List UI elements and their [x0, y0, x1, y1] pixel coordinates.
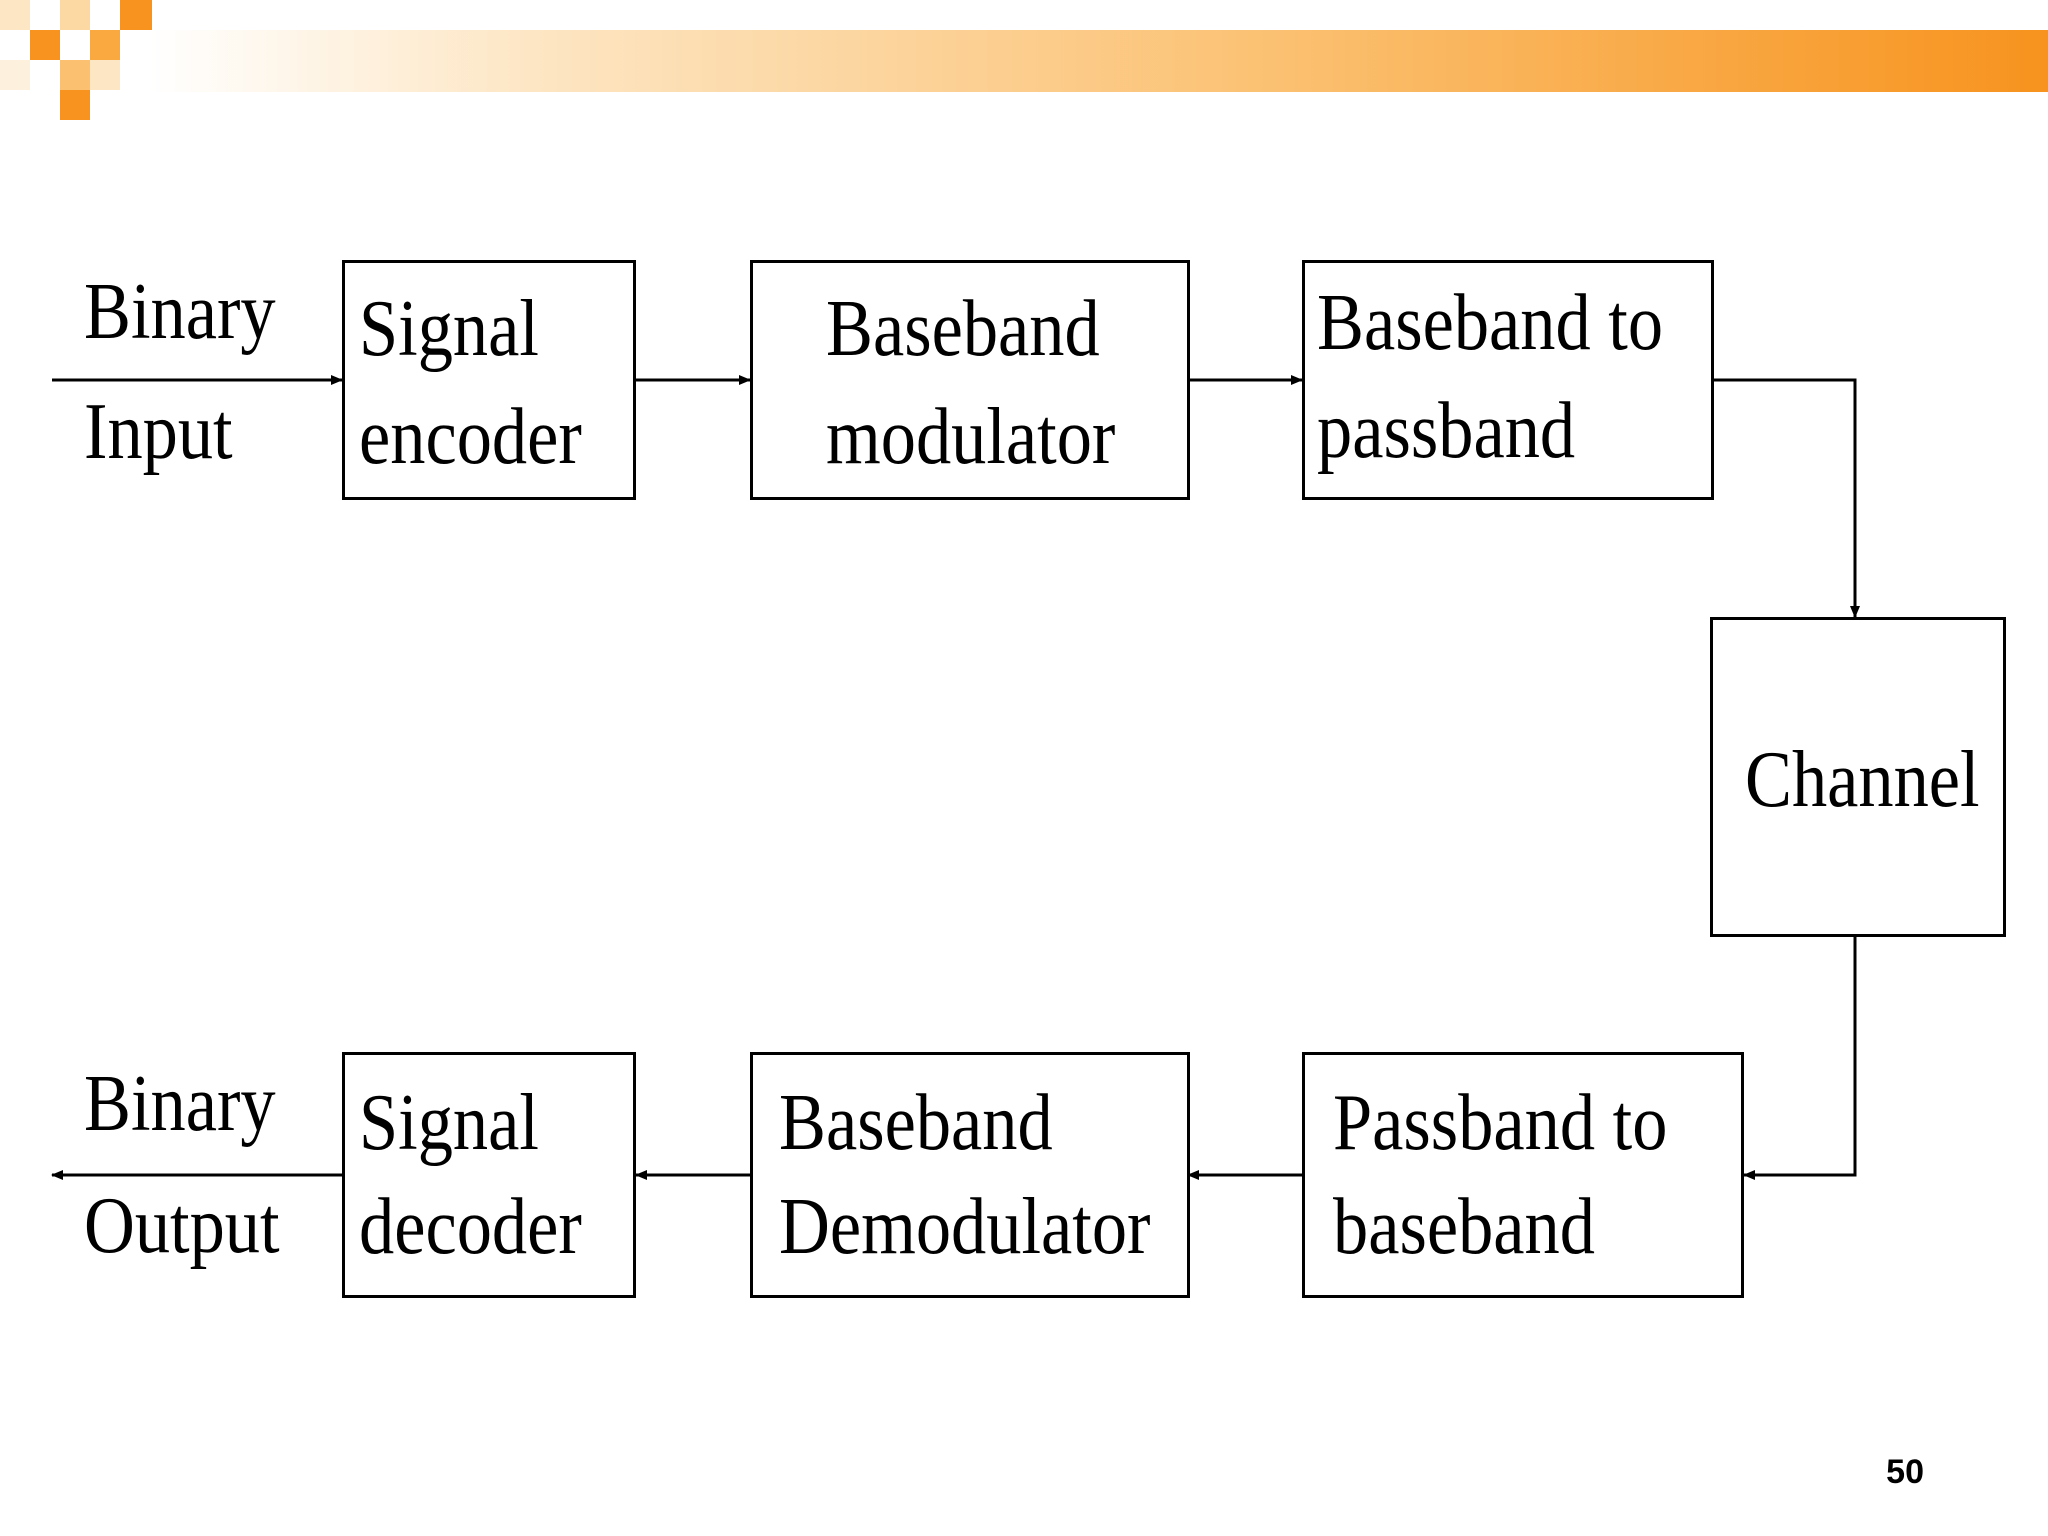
- binary-output-label-line1: Binary: [84, 1060, 276, 1148]
- binary-output-label-line2: Output: [84, 1182, 280, 1270]
- baseband-to-passband-block: Baseband to passband: [1302, 260, 1714, 500]
- binary-input-label-line2: Input: [84, 388, 233, 476]
- binary-input-label-line1: Binary: [84, 268, 276, 356]
- baseband-modulator-block: Baseband modulator: [750, 260, 1190, 500]
- channel-label: Channel: [1745, 736, 1980, 824]
- signal-encoder-label-line2: encoder: [359, 393, 582, 481]
- signal-encoder-block: Signal encoder: [342, 260, 636, 500]
- passband-to-baseband-label-line1: Passband to: [1333, 1079, 1668, 1167]
- banner-square: [0, 60, 30, 90]
- baseband-to-passband-label-line1: Baseband to: [1317, 279, 1664, 367]
- baseband-to-passband-label-line2: passband: [1317, 387, 1576, 475]
- banner-square: [90, 30, 120, 60]
- banner-square: [0, 0, 30, 30]
- signal-encoder-label-line1: Signal: [359, 285, 539, 373]
- banner-square: [60, 90, 90, 120]
- channel-block: Channel: [1710, 617, 2006, 937]
- banner-square: [30, 30, 60, 60]
- header-banner: [0, 0, 2048, 130]
- header-gradient-bar: [150, 30, 2048, 92]
- signal-decoder-label-line2: decoder: [359, 1183, 582, 1271]
- baseband-modulator-label-line1: Baseband: [826, 285, 1100, 373]
- slide-page-number: 50: [1886, 1453, 1924, 1491]
- signal-decoder-block: Signal decoder: [342, 1052, 636, 1298]
- baseband-demodulator-label-line1: Baseband: [779, 1079, 1053, 1167]
- banner-square: [60, 0, 90, 30]
- banner-square: [90, 60, 120, 90]
- baseband-demodulator-block: Baseband Demodulator: [750, 1052, 1190, 1298]
- arrow-upconverter-to-channel: [1712, 378, 1860, 618]
- baseband-demodulator-label-line2: Demodulator: [779, 1183, 1151, 1271]
- passband-to-baseband-label-line2: baseband: [1333, 1183, 1595, 1271]
- arrow-channel-to-downconverter: [1743, 935, 1857, 1180]
- passband-to-baseband-block: Passband to baseband: [1302, 1052, 1744, 1298]
- signal-decoder-label-line1: Signal: [359, 1079, 539, 1167]
- banner-square: [60, 60, 90, 90]
- baseband-modulator-label-line2: modulator: [826, 393, 1116, 481]
- banner-square: [120, 0, 152, 30]
